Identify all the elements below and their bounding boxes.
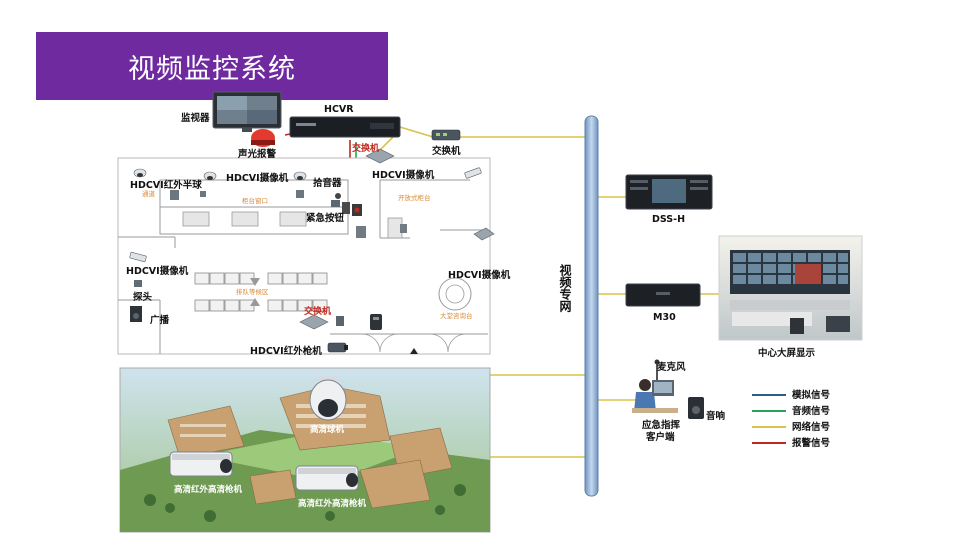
client-label: 应急指挥客户端 [642, 419, 681, 443]
room-label-waiting: 排队等候区 [236, 287, 269, 296]
hd-dome-label: 高清球机 [310, 424, 345, 435]
hdcvi-camera-2-label: HDCVI摄像机 [372, 169, 435, 181]
ir-bullet-camera-icon [327, 342, 348, 353]
broadcast-label: 广播 [150, 314, 170, 326]
hd-ir-bullet-camera-icon [169, 451, 233, 477]
backbone-pipe [584, 115, 599, 497]
room-label-reception: 大堂咨询台 [440, 311, 473, 320]
legend: 模拟信号 音频信号 网络信号 报警信号 [752, 389, 831, 449]
title-banner: 视频监控系统 [36, 32, 388, 100]
dome-camera-icon [203, 171, 217, 181]
hdcvi-camera-1-label: HDCVI摄像机 [226, 172, 289, 184]
legend-alarm-label: 报警信号 [792, 437, 831, 449]
video-wall-label: 中心大屏显示 [758, 347, 816, 359]
campus-image [119, 367, 491, 533]
pickup-label: 拾音器 [313, 177, 342, 189]
access-device-icon [170, 190, 304, 200]
legend-audio-label: 音频信号 [792, 405, 831, 417]
backbone-label: 视频专网 [558, 263, 572, 313]
top-switch-label: 交换机 [432, 145, 461, 157]
bullet-camera-icon [473, 227, 495, 241]
video-wall-image [718, 235, 863, 341]
speaker-label: 音响 [706, 410, 726, 422]
floor-switch-label: 交换机 [352, 142, 379, 154]
hcvr-recorder-icon [289, 116, 401, 138]
backbone-label-text: 视频专网 [558, 263, 572, 313]
m30-label: M30 [653, 312, 676, 323]
bullet-camera-icon [129, 251, 147, 263]
room-label-open-counter: 开放式柜台 [398, 193, 431, 202]
probe-label: 探头 [133, 291, 153, 303]
hd-ir-bullet-2-label: 高清红外高清枪机 [298, 498, 367, 509]
room-label-passage: 通道 [142, 189, 156, 198]
panic-button-label: 紧急按钮 [306, 212, 345, 224]
pickup-mic-icon [331, 193, 341, 207]
hdcvi-ir-dome-label: HDCVI红外半球 [130, 179, 202, 191]
hd-ir-bullet-camera-icon [295, 465, 359, 491]
broadcast-speaker-icon [130, 306, 142, 322]
monitor-label: 监视器 [181, 112, 210, 124]
floor-switch-bottom-icon [299, 314, 329, 330]
speaker-icon [688, 397, 704, 419]
dome-camera-icon [293, 171, 307, 181]
floor-device-icon [356, 224, 407, 238]
ir-dome-camera-icon [133, 168, 147, 178]
legend-analog-label: 模拟信号 [792, 389, 831, 401]
legend-network-label: 网络信号 [792, 421, 831, 433]
siren-alarm-icon [251, 129, 275, 147]
panic-button-icon [342, 202, 362, 216]
microphone-label: 麦克风 [657, 361, 686, 373]
room-label-counter: 柜台窗口 [242, 196, 268, 205]
bullet-camera-icon [464, 167, 482, 179]
hcvr-label: HCVR [324, 104, 354, 115]
client-label-text: 应急指挥客户端 [642, 419, 681, 443]
floor-switch-icon [365, 148, 395, 164]
probe-icon [134, 280, 142, 287]
keypad-icon [336, 314, 382, 330]
siren-label: 声光报警 [237, 148, 277, 160]
floor-switch-bottom-label: 交换机 [304, 305, 331, 317]
hdcvi-ir-bullet-label: HDCVI红外枪机 [250, 345, 322, 357]
top-switch-icon [431, 129, 461, 141]
speed-dome-camera-icon [309, 376, 347, 421]
hdcvi-camera-3-label: HDCVI摄像机 [448, 269, 511, 281]
dss-h-server-icon [625, 174, 713, 210]
m30-device-icon [625, 283, 701, 307]
hd-ir-bullet-1-label: 高清红外高清枪机 [174, 484, 243, 495]
page-title: 视频监控系统 [128, 53, 296, 85]
dss-h-label: DSS-H [652, 214, 685, 225]
operator-icon [632, 359, 678, 413]
monitor-icon [212, 91, 282, 132]
hdcvi-camera-4-label: HDCVI摄像机 [126, 265, 189, 277]
